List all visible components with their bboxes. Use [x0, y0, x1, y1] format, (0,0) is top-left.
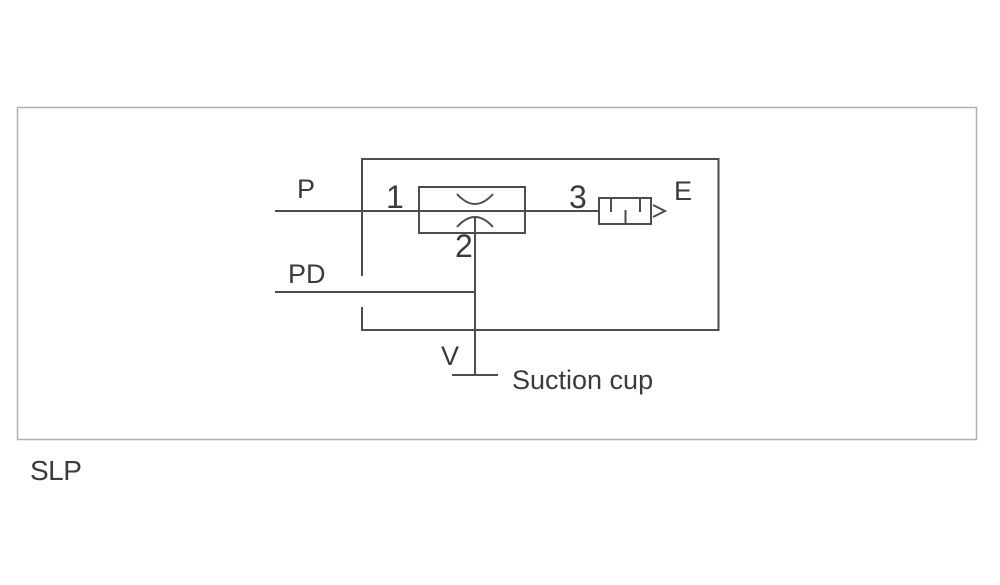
port-label-pd: PD: [288, 259, 326, 289]
venturi-body: [418, 186, 526, 234]
ejector-unit-outline: [361, 158, 720, 331]
port-label-1: 1: [386, 179, 404, 215]
exhaust-silencer-icon: [598, 197, 668, 225]
suction-cup-label: Suction cup: [512, 365, 653, 395]
venturi-lower-throat: [456, 216, 494, 228]
port-label-p: P: [297, 174, 315, 204]
port-label-v: V: [441, 341, 459, 371]
venturi-upper-throat: [456, 193, 494, 205]
port-label-2: 2: [455, 228, 473, 264]
exhaust-arrow-icon: [652, 204, 668, 218]
figure-caption: SLP: [30, 455, 81, 486]
venturi-nozzle-icon: [418, 186, 526, 234]
figure-frame: [16, 106, 978, 441]
port-label-e: E: [674, 176, 692, 206]
port-label-3: 3: [569, 179, 587, 215]
